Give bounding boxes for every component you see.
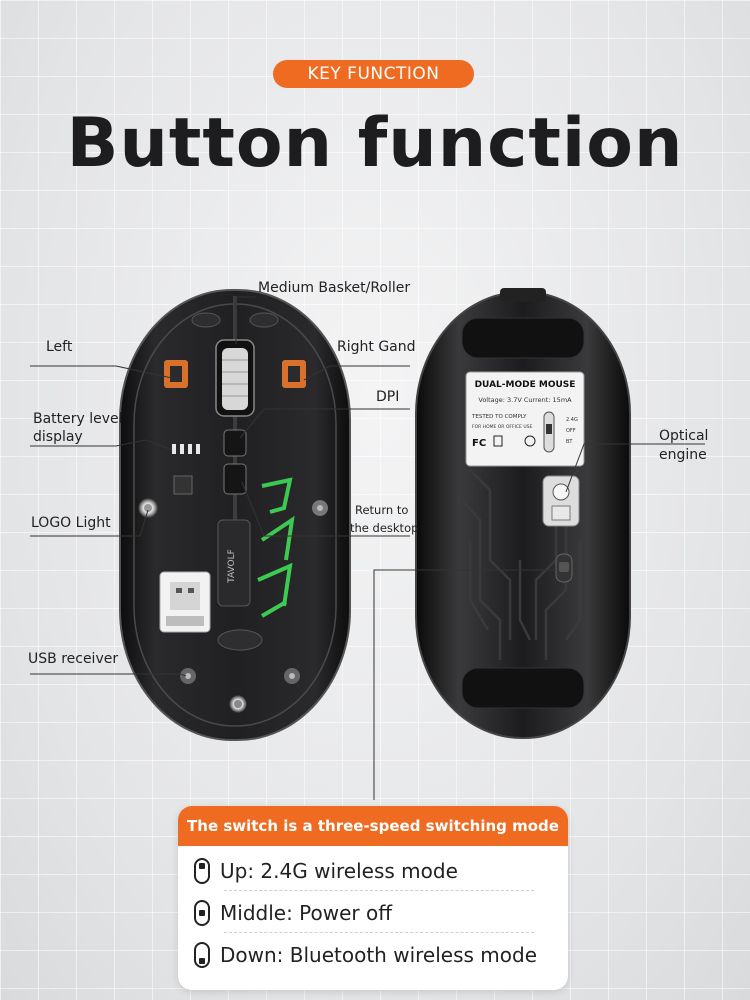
label-left: Left [46, 339, 73, 355]
fc-mark: FC [472, 438, 486, 449]
label-optical-2: engine [659, 447, 707, 463]
label-return-2: the desktop [350, 521, 419, 535]
mode-middle-text: Middle: Power off [220, 900, 393, 925]
label-right: Right Gand [337, 339, 416, 355]
label-return-1: Return to [355, 503, 409, 517]
label-usb-receiver: USB receiver [28, 651, 119, 667]
mouse-back: DUAL-MODE MOUSE Voltage: 3.7V Current: 1… [415, 288, 631, 739]
switch-mode-card: The switch is a three-speed switching mo… [178, 806, 568, 990]
switch-label-off: OFF [566, 428, 576, 434]
sticker-tested: TESTED TO COMPLY [471, 414, 527, 420]
mode-up: Up: 2.4G wireless mode [194, 850, 554, 891]
switch-middle-icon [194, 899, 210, 926]
label-logo-light: LOGO Light [31, 515, 111, 531]
key-function-badge: KEY FUNCTION [273, 60, 474, 88]
switch-label-2g4: 2.4G [566, 417, 578, 423]
leader-lines [30, 296, 705, 800]
logo-text: TAVOLF [227, 549, 237, 584]
mouse-illustration: TAVOLF [30, 288, 705, 800]
switch-up-icon [194, 857, 210, 884]
sticker-specs: Voltage: 3.7V Current: 15mA [478, 396, 572, 404]
label-optical-1: Optical [659, 428, 709, 444]
sticker-title: DUAL-MODE MOUSE [475, 380, 576, 390]
switch-down-icon [194, 941, 210, 968]
label-battery-1: Battery level [33, 411, 123, 427]
mode-down-text: Down: Bluetooth wireless mode [220, 942, 537, 967]
switch-label-bt: BT [566, 439, 573, 445]
label-battery-2: display [33, 429, 83, 445]
label-dpi: DPI [376, 389, 400, 405]
page-title: Button function [66, 104, 684, 183]
mode-down: Down: Bluetooth wireless mode [194, 934, 554, 975]
mode-middle: Middle: Power off [194, 892, 554, 933]
mode-up-text: Up: 2.4G wireless mode [220, 858, 458, 883]
label-roller: Medium Basket/Roller [258, 280, 411, 296]
mouse-front: TAVOLF [119, 289, 351, 741]
sticker-use: FOR HOME OR OFFICE USE [472, 424, 532, 430]
switch-mode-header: The switch is a three-speed switching mo… [178, 806, 568, 846]
